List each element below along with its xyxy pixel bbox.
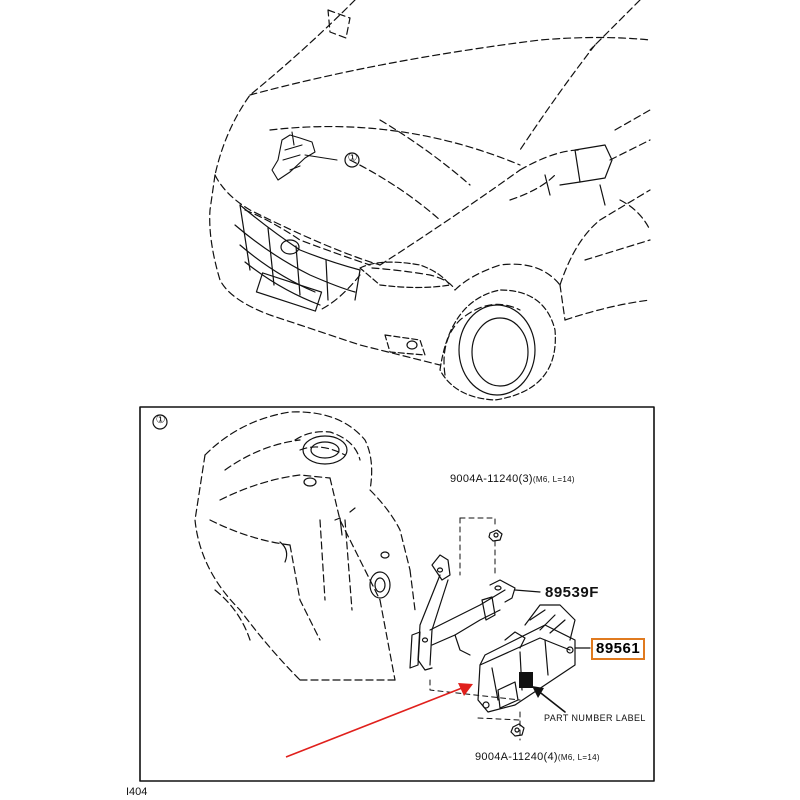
pointer-arrow (285, 683, 473, 758)
car-wheel (439, 289, 556, 401)
part-number-label-patch (519, 672, 533, 688)
leader-lines (429, 517, 521, 741)
figure-code: I404 (126, 786, 148, 798)
bolt-bottom-number: 9004A-11240 (475, 751, 544, 763)
callout-circle-main (344, 152, 360, 168)
ecu-part-number-box[interactable]: 89561 (591, 638, 646, 660)
car-grille (234, 204, 361, 312)
part-number-label-note: PART NUMBER LABEL (544, 713, 646, 723)
body-holes (279, 435, 391, 599)
bolt-top-label[interactable]: 9004A-11240(3)(M6, L=14) (450, 473, 575, 485)
ecu-part-number: 89561 (596, 640, 641, 657)
callout-circle-inset (152, 414, 168, 430)
bolt-bottom-spec: (M6, L=14) (557, 753, 600, 762)
label-arrow (536, 689, 566, 713)
bolt-top-number: 9004A-11240 (450, 473, 519, 485)
ecu-location-on-car (271, 131, 338, 181)
body-panel (194, 411, 416, 681)
bolt-bottom (510, 723, 525, 737)
callout-inset-label: ① (155, 414, 166, 426)
bolt-bottom-qty: (4) (543, 751, 558, 763)
ecu-89561 (477, 604, 591, 713)
bolt-top-spec: (M6, L=14) (532, 475, 575, 484)
car-lights (359, 261, 451, 356)
car-mirror (544, 144, 613, 206)
car-outline (209, 0, 651, 376)
bolt-top (488, 529, 503, 542)
bracket-part-number[interactable]: 89539F (545, 584, 599, 601)
bracket-89539f (409, 554, 541, 671)
bolt-top-qty: (3) (518, 473, 533, 485)
inset-frame (139, 406, 655, 782)
bolt-bottom-label[interactable]: 9004A-11240(4)(M6, L=14) (475, 751, 600, 763)
callout-main-label: ① (347, 152, 358, 164)
